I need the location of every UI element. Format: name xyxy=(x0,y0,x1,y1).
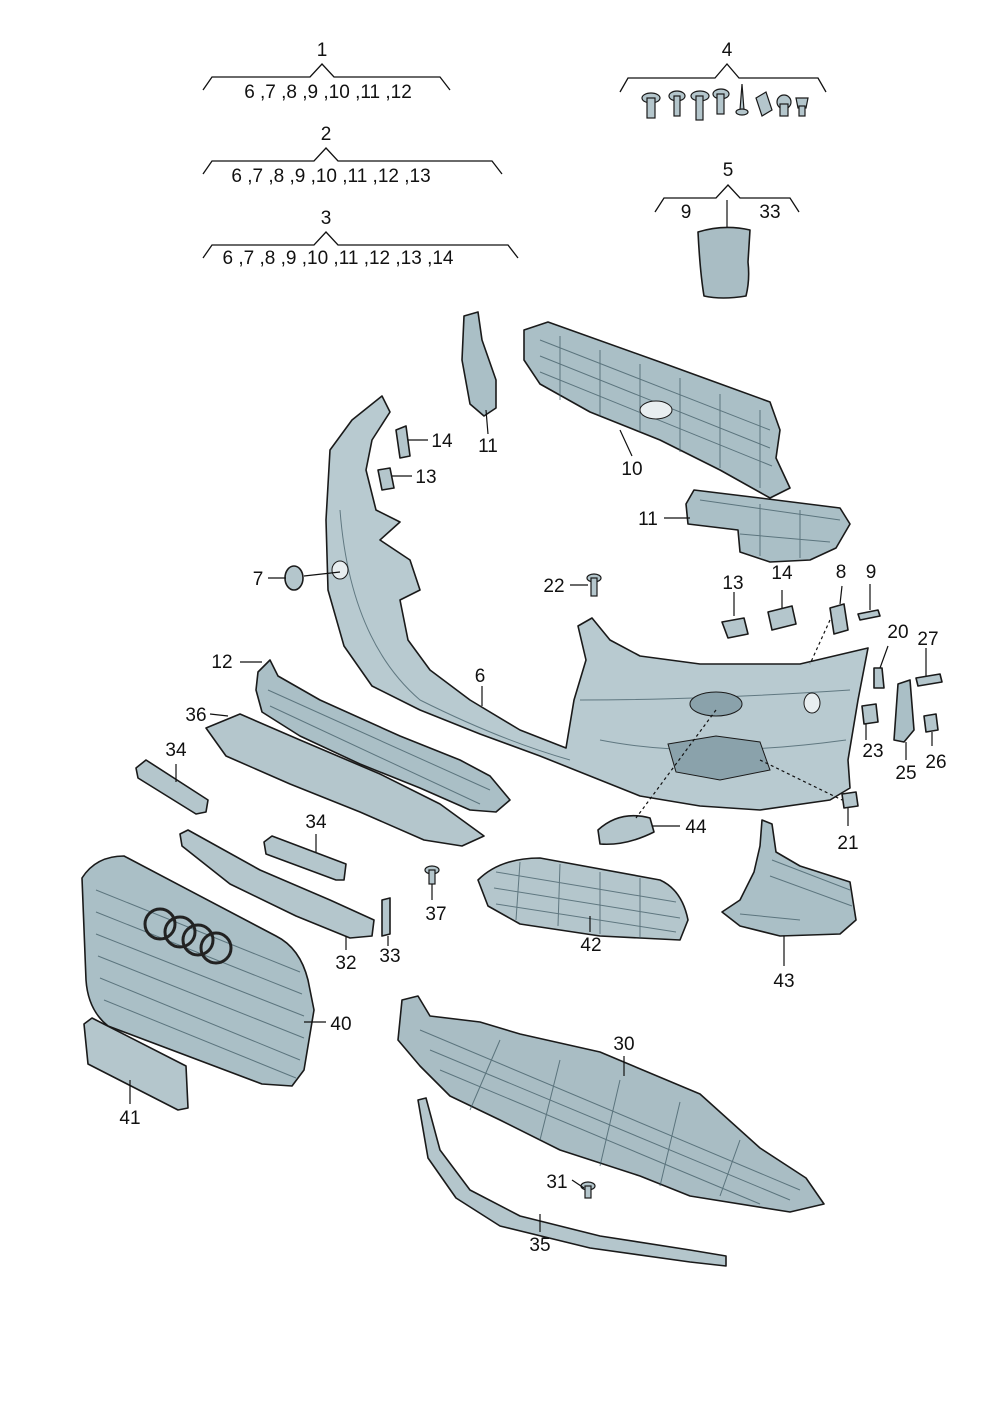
reinforcement-strip-part xyxy=(255,659,511,813)
impact-absorber-part xyxy=(523,321,791,499)
air-guide-part xyxy=(721,819,857,937)
label-27: 27 xyxy=(917,629,938,650)
label-34-left: 34 xyxy=(165,740,187,761)
kit-3-number: 3 xyxy=(321,208,332,229)
license-plate-holder-part xyxy=(83,1017,189,1111)
part-number-labels: 6 7 8 9 10 11 11 12 13 13 14 14 20 21 22… xyxy=(119,431,946,1256)
trim-piece-right-part xyxy=(263,835,347,881)
screw-9-part xyxy=(857,609,881,621)
label-12: 12 xyxy=(211,652,232,673)
label-11-right: 11 xyxy=(638,509,658,530)
cap-7-part xyxy=(284,565,304,591)
kit-2-number: 2 xyxy=(321,124,332,145)
label-32: 32 xyxy=(335,953,356,974)
label-36: 36 xyxy=(185,705,206,726)
label-35: 35 xyxy=(529,1235,550,1256)
kit-2-contents: 6 ,7 ,8 ,9 ,10 ,11 ,12 ,13 xyxy=(231,166,430,187)
label-7: 7 xyxy=(253,569,264,590)
label-30: 30 xyxy=(613,1034,634,1055)
leader-lines xyxy=(129,409,933,1232)
nut-21-part xyxy=(841,791,859,809)
clip-13-upper-part xyxy=(377,467,395,491)
lower-grille-part xyxy=(477,857,689,941)
label-40: 40 xyxy=(330,1014,351,1035)
label-10: 10 xyxy=(621,459,642,480)
kit-group-3: 3 6 ,7 ,8 ,9 ,10 ,11 ,12 ,13 ,14 xyxy=(202,208,519,269)
label-43: 43 xyxy=(773,971,794,992)
label-14-upper: 14 xyxy=(431,431,453,452)
kit-3-contents: 6 ,7 ,8 ,9 ,10 ,11 ,12 ,13 ,14 xyxy=(223,248,454,269)
label-44: 44 xyxy=(685,817,707,838)
bumper-cover-part xyxy=(325,395,869,811)
label-13-lower: 13 xyxy=(722,573,743,594)
label-13-upper: 13 xyxy=(415,467,436,488)
clip-14-upper-part xyxy=(395,425,411,459)
label-34-right: 34 xyxy=(305,812,327,833)
grease-pouch-icon xyxy=(697,226,751,299)
fastener-set-icon xyxy=(641,83,809,121)
screw-20-part xyxy=(873,667,885,689)
label-41: 41 xyxy=(119,1108,140,1129)
trim-piece-left-part xyxy=(135,759,209,815)
kit-group-2: 2 6 ,7 ,8 ,9 ,10 ,11 ,12 ,13 xyxy=(202,124,503,187)
kit-4-number: 4 xyxy=(722,40,733,61)
nut-23-part xyxy=(861,703,879,725)
clip-33-part xyxy=(381,897,391,937)
screw-31-part xyxy=(580,1181,596,1199)
clip-13-lower-part xyxy=(721,617,749,639)
label-6: 6 xyxy=(475,666,486,687)
label-22: 22 xyxy=(543,576,564,597)
label-42: 42 xyxy=(580,935,601,956)
label-33: 33 xyxy=(379,946,400,967)
label-20: 20 xyxy=(887,622,908,643)
label-31: 31 xyxy=(546,1172,567,1193)
bracket-left-part xyxy=(461,311,497,417)
label-23: 23 xyxy=(862,741,883,762)
underbody-panel-part xyxy=(397,995,825,1213)
label-37: 37 xyxy=(425,904,446,925)
label-8: 8 xyxy=(836,562,847,583)
clip-14-lower-part xyxy=(767,605,797,631)
screw-37-part xyxy=(424,865,440,885)
label-14-lower: 14 xyxy=(771,563,793,584)
kit-5-right: 33 xyxy=(759,202,780,223)
bracket-right-part xyxy=(685,489,851,563)
guide-25-part xyxy=(893,679,915,743)
spoiler-lip-part xyxy=(417,1097,727,1267)
kit-group-5: 5 9 33 xyxy=(654,160,800,299)
label-11-top: 11 xyxy=(478,436,498,457)
kit-group-4: 4 xyxy=(619,40,827,121)
bracket-8-part xyxy=(829,603,849,635)
radiator-grille-part xyxy=(81,855,315,1087)
screw-22-part xyxy=(586,573,602,597)
kit-5-left: 9 xyxy=(681,202,692,223)
cap-44-part xyxy=(597,814,655,846)
kit-group-1: 1 6 ,7 ,8 ,9 ,10 ,11 ,12 xyxy=(202,40,451,103)
clip-26-part xyxy=(923,713,939,733)
kit-1-number: 1 xyxy=(317,40,328,61)
screw-27-part xyxy=(915,673,943,687)
label-26: 26 xyxy=(925,752,946,773)
label-9: 9 xyxy=(866,562,877,583)
label-25: 25 xyxy=(895,763,916,784)
moulding-strip-part xyxy=(179,829,375,939)
kit-5-number: 5 xyxy=(723,160,734,181)
label-21: 21 xyxy=(837,833,858,854)
trim-strip-part xyxy=(205,713,485,847)
kit-1-contents: 6 ,7 ,8 ,9 ,10 ,11 ,12 xyxy=(244,82,412,103)
